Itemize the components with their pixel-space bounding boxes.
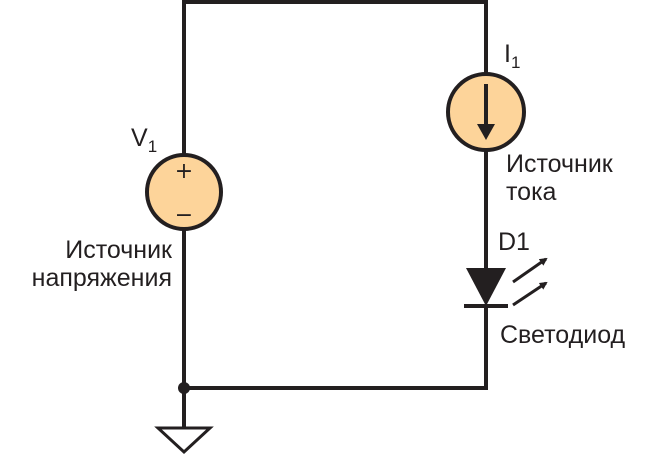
led-designator: D1 <box>498 228 530 256</box>
voltage-source-minus: − <box>175 203 193 228</box>
led-diode-icon <box>466 268 506 306</box>
current-direction-arrowhead-icon <box>477 124 495 140</box>
led-light-arrow-icon <box>512 281 548 307</box>
voltage-source-icon <box>145 153 223 231</box>
voltage-source-plus: + <box>175 159 193 184</box>
voltage-source-label-line1: Источник <box>65 236 173 264</box>
current-source-label-line2: тока <box>506 178 557 206</box>
voltage-source-label-line2: напряжения <box>32 264 172 292</box>
current-source-label-line1: Источник <box>506 150 614 178</box>
led-light-arrow-icon <box>512 257 548 284</box>
ground-icon <box>154 426 214 455</box>
current-source-designator: I1 <box>504 40 520 72</box>
junction-dot <box>178 382 190 394</box>
voltage-source-designator: V1 <box>131 124 157 156</box>
led-label: Светодиод <box>500 321 626 349</box>
